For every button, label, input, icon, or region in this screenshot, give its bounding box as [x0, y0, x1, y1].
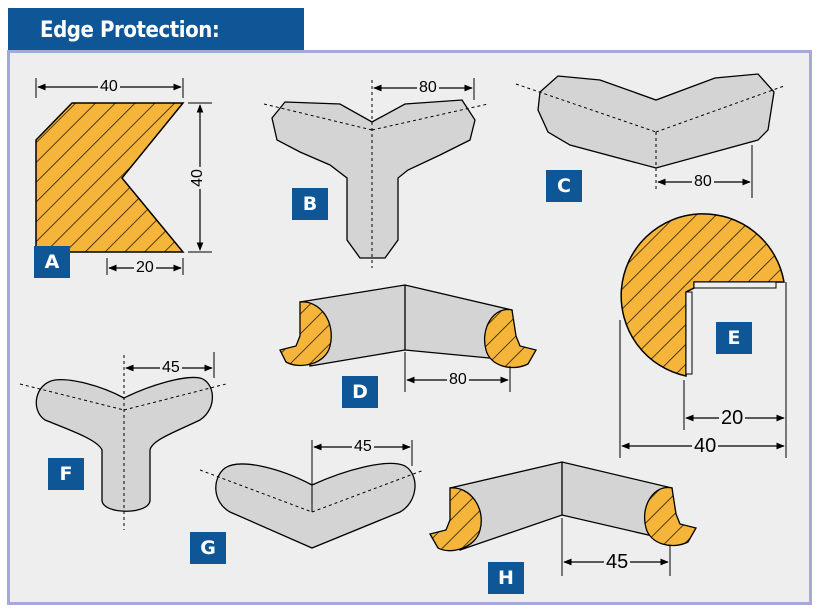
profile-d-label: D	[342, 376, 378, 408]
profile-e-label: E	[716, 322, 752, 354]
profile-f-shape	[19, 352, 227, 530]
dim-c: 80	[692, 173, 714, 190]
dim-g: 45	[352, 438, 374, 455]
profile-b-label: B	[292, 188, 328, 220]
dim-d: 80	[447, 371, 469, 388]
profile-c-shape	[515, 73, 785, 198]
profile-e-shape	[619, 213, 787, 458]
profile-g-shape	[199, 440, 425, 549]
dim-a-height: 40	[188, 167, 206, 189]
dim-e-outer: 40	[692, 435, 719, 457]
profile-a-label: A	[34, 246, 70, 278]
dim-h: 45	[604, 551, 631, 573]
dim-f: 45	[160, 359, 182, 376]
dim-a-leg: 20	[134, 259, 156, 276]
page-title: Edge Protection:	[40, 18, 220, 43]
title-bar: Edge Protection:	[8, 8, 304, 52]
profile-c-label: C	[546, 170, 582, 202]
dim-a-width: 40	[98, 78, 120, 95]
profile-d-shape	[279, 284, 537, 392]
dim-e-inner: 20	[719, 407, 746, 429]
profile-h-label: H	[488, 562, 524, 594]
profile-g-label: G	[190, 532, 226, 564]
dim-b: 80	[417, 79, 439, 96]
profile-b-shape	[263, 78, 489, 268]
profile-f-label: F	[48, 458, 84, 490]
profile-h-shape	[429, 461, 697, 576]
